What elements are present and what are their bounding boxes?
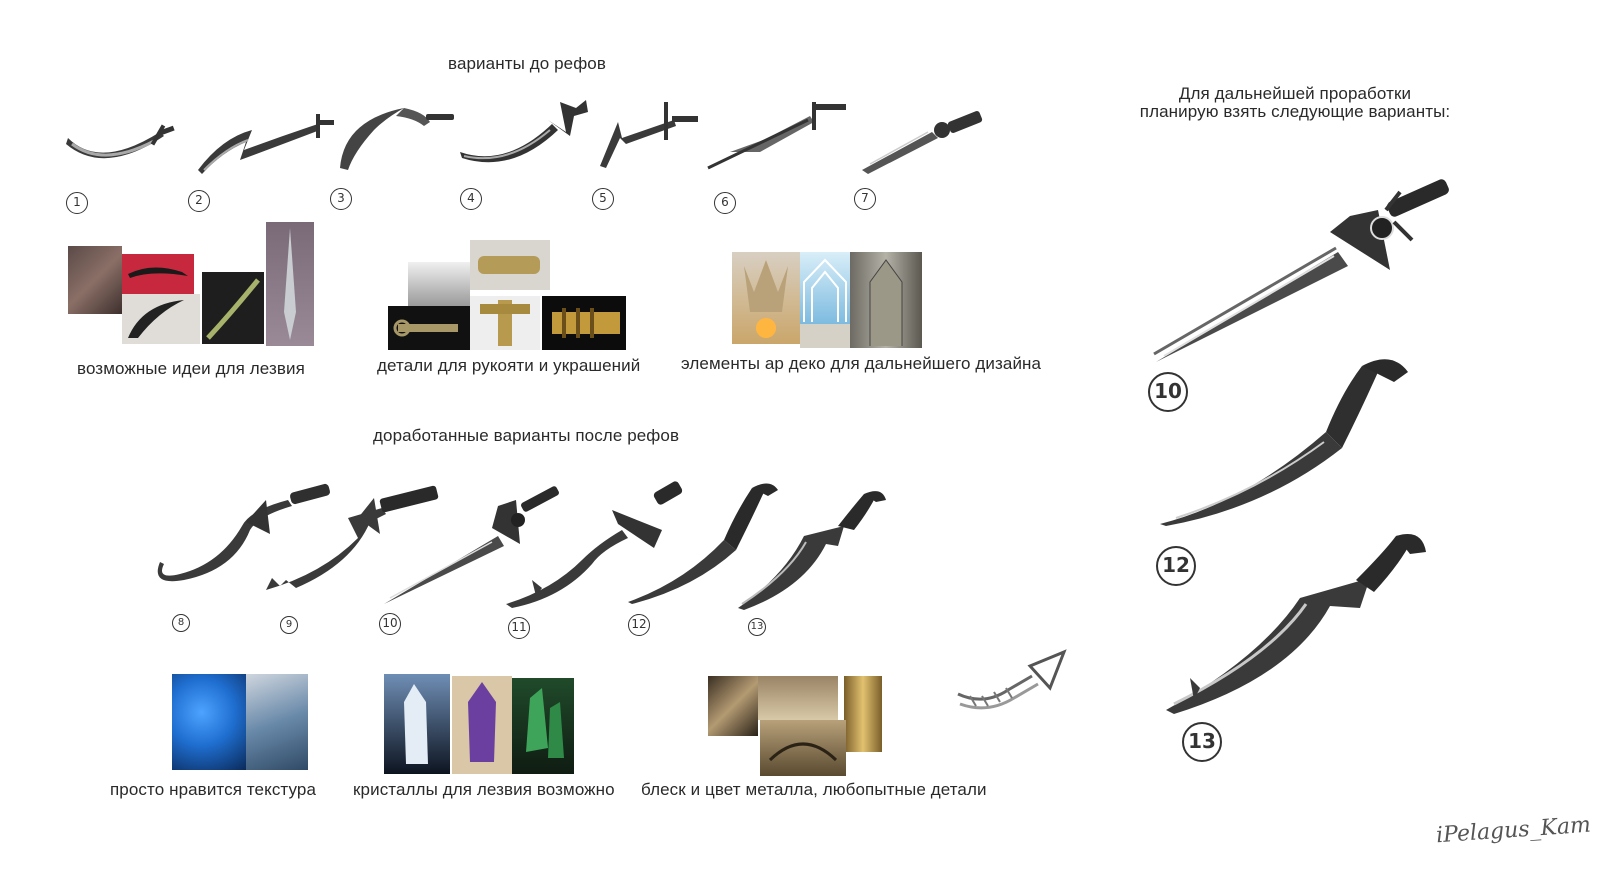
caption-blade-ideas: возможные идеи для лезвия bbox=[77, 359, 305, 378]
sketch-9 bbox=[266, 485, 439, 590]
caption-texture: просто нравится текстура bbox=[110, 780, 317, 799]
sketch-number-4: 4 bbox=[460, 188, 482, 210]
heading-further-line1: Для дальнейшей проработки bbox=[1178, 84, 1412, 103]
selected-sketch-13 bbox=[1166, 534, 1426, 714]
ref-photo-crystal bbox=[452, 676, 512, 774]
sketch-1 bbox=[66, 124, 175, 159]
ref-photo-metal bbox=[758, 676, 838, 720]
ref-photo-blade bbox=[68, 246, 122, 314]
ref-photo-blade bbox=[122, 294, 200, 344]
ref-photo-blade bbox=[122, 254, 194, 294]
sketch-12 bbox=[628, 483, 778, 604]
sketch-2 bbox=[198, 114, 334, 174]
sketch-7 bbox=[862, 110, 983, 174]
heading-variants-after: доработанные варианты после рефов bbox=[373, 426, 680, 445]
arrow-icon bbox=[957, 649, 1067, 710]
caption-metal: блеск и цвет металла, любопытные детали bbox=[641, 780, 987, 799]
ref-photo-handle bbox=[388, 306, 470, 350]
ref-photo-art-deco bbox=[732, 252, 800, 344]
ref-photo-metal bbox=[708, 676, 758, 736]
sketch-number-12: 12 bbox=[628, 614, 650, 636]
heading-further-line2: планирую взять следующие варианты: bbox=[1139, 102, 1451, 121]
sketch-8 bbox=[157, 483, 330, 582]
ref-photo-crystal bbox=[512, 678, 574, 774]
ref-photo-handle bbox=[470, 296, 540, 350]
sketch-number-3: 3 bbox=[330, 188, 352, 210]
sketch-number-11: 11 bbox=[508, 617, 530, 639]
sketch-number-5: 5 bbox=[592, 188, 614, 210]
ref-photo-art-deco bbox=[850, 252, 922, 348]
sketch-number-2: 2 bbox=[188, 190, 210, 212]
artist-signature: iPelagus_Kam bbox=[1435, 812, 1592, 849]
sketch-number-1: 1 bbox=[66, 192, 88, 214]
ref-photo-art-deco bbox=[800, 324, 850, 348]
sketch-number-9: 9 bbox=[280, 616, 298, 634]
selected-number-10: 10 bbox=[1148, 372, 1188, 412]
ref-photo-blade bbox=[266, 222, 314, 346]
caption-crystals: кристаллы для лезвия возможно bbox=[353, 780, 615, 799]
sketch-number-7: 7 bbox=[854, 188, 876, 210]
sketch-11 bbox=[506, 481, 683, 608]
sketch-6 bbox=[706, 102, 846, 170]
caption-handle-details: детали для рукояти и украшений bbox=[377, 356, 641, 375]
selected-sketch-10 bbox=[1153, 179, 1449, 362]
sketch-number-8: 8 bbox=[172, 614, 190, 632]
sketch-5 bbox=[600, 102, 698, 168]
ref-photo-blade bbox=[202, 272, 264, 344]
sketch-13 bbox=[738, 491, 886, 610]
heading-variants-before: варианты до рефов bbox=[448, 54, 606, 73]
ref-photo-crystal bbox=[384, 674, 450, 774]
sketch-number-13: 13 bbox=[748, 618, 766, 636]
ref-photo-handle bbox=[470, 240, 550, 290]
sketch-number-6: 6 bbox=[714, 192, 736, 214]
selected-number-13: 13 bbox=[1182, 722, 1222, 762]
ref-photo-handle bbox=[542, 296, 626, 350]
ref-photo-art-deco bbox=[800, 252, 850, 324]
sketch-4 bbox=[460, 100, 588, 163]
ref-photo-labradorite bbox=[246, 674, 308, 770]
sketch-3 bbox=[340, 108, 454, 170]
ref-photo-metal bbox=[760, 720, 846, 776]
ref-photo-labradorite bbox=[172, 674, 246, 770]
caption-art-deco: элементы ар деко для дальнейшего дизайна bbox=[681, 354, 1042, 373]
ref-photo-metal bbox=[844, 676, 882, 752]
sketch-10 bbox=[384, 486, 559, 604]
selected-sketch-12 bbox=[1160, 359, 1408, 526]
ref-photo-handle bbox=[408, 262, 470, 306]
sketch-number-10: 10 bbox=[379, 613, 401, 635]
selected-number-12: 12 bbox=[1156, 546, 1196, 586]
